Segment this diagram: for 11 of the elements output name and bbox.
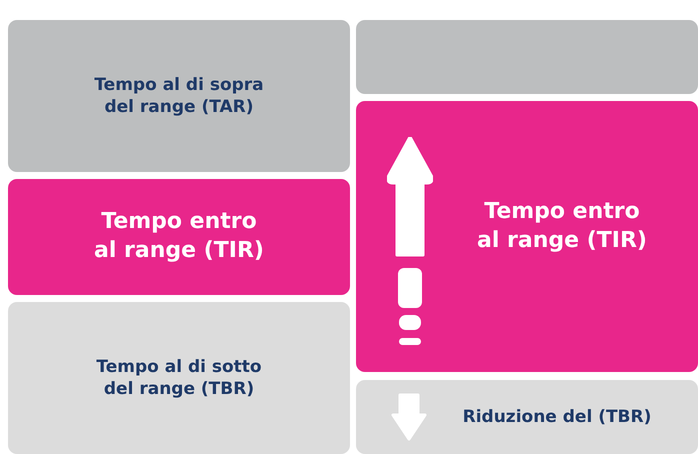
panel-label: Tempo al di sopra del range (TAR) (93, 74, 265, 118)
panel-label: Riduzione del (TBR) (462, 406, 652, 428)
panel-label: Tempo al di sotto del range (TBR) (95, 356, 263, 400)
range-panel (356, 380, 698, 454)
panel-label: Tempo entro al range (TIR) (476, 198, 648, 254)
empty-panel (356, 20, 698, 94)
panel-label: Tempo entro al range (TIR) (93, 208, 265, 265)
range-panel (8, 20, 350, 172)
range-panel (8, 302, 350, 454)
range-panel (8, 179, 350, 295)
range-panel (356, 101, 698, 372)
